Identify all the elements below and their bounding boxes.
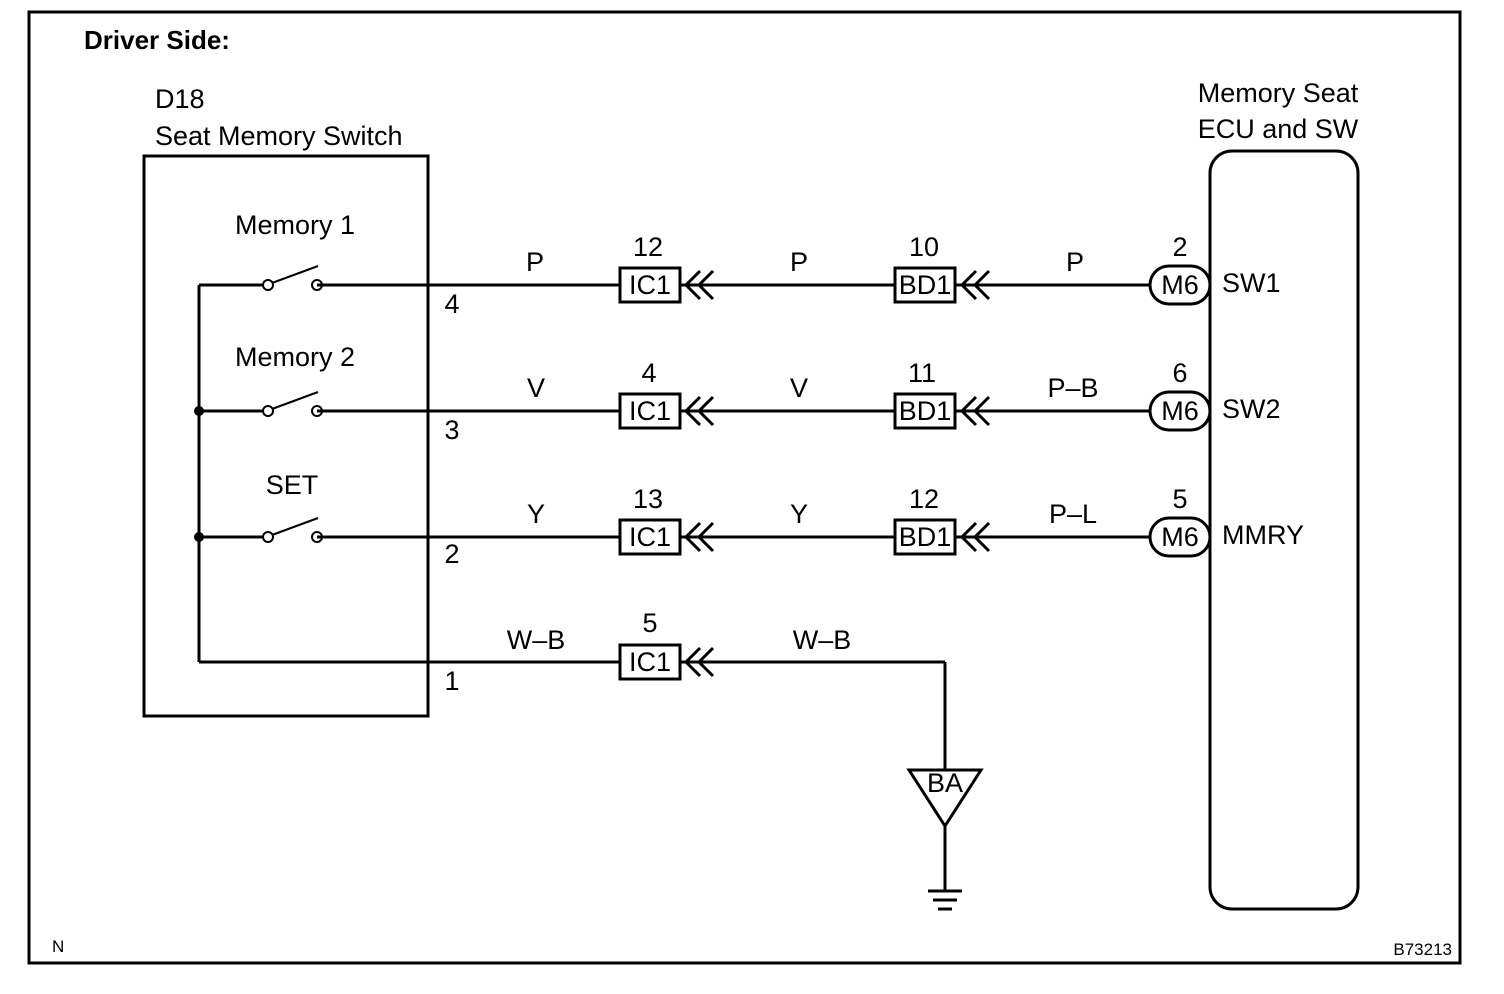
ground-circuit: 1 W–B 5 IC1 W–B BA bbox=[199, 608, 984, 911]
bd-connector bbox=[893, 518, 957, 556]
switch-contact-memory-1 bbox=[262, 265, 323, 291]
ic-connector bbox=[618, 392, 682, 430]
switch-contact-memory-2 bbox=[262, 391, 323, 417]
ground-symbol-icon bbox=[928, 889, 962, 911]
ground-point-label: BA bbox=[927, 768, 963, 798]
circuit-row-1: 4 P 12 IC1 P 10 BD1 P 2 M6 SW1 bbox=[317, 232, 1281, 319]
svg-text:M6: M6 bbox=[1161, 270, 1199, 300]
switch-label-memory-2: Memory 2 bbox=[235, 342, 355, 372]
bd-connector bbox=[893, 392, 957, 430]
svg-text:M6: M6 bbox=[1161, 522, 1199, 552]
switch-name: Seat Memory Switch bbox=[155, 121, 403, 151]
circuit-row-2: 3 V 4 IC1 V 11 BD1 P–B 6 M6 SW2 bbox=[317, 358, 1281, 445]
connector-chevron bbox=[959, 395, 991, 427]
wire-color: P bbox=[1066, 247, 1084, 277]
bd-pin: 11 bbox=[908, 358, 936, 388]
seat-memory-switch: D18 Seat Memory Switch Memory 1 Memory 2… bbox=[142, 84, 430, 718]
bd-pin: 12 bbox=[909, 484, 939, 514]
switch-box bbox=[142, 154, 430, 718]
ic-pin: 5 bbox=[642, 608, 657, 638]
wire-color: P–B bbox=[1047, 373, 1098, 403]
switch-label-memory-1: Memory 1 bbox=[235, 210, 355, 240]
wire-color: P bbox=[790, 247, 808, 277]
switch-pin: 2 bbox=[444, 539, 459, 569]
svg-text:BD1: BD1 bbox=[899, 270, 952, 300]
ecu-connector bbox=[1148, 390, 1212, 432]
ecu-pin: 6 bbox=[1172, 358, 1187, 388]
switch-pin: 3 bbox=[444, 415, 459, 445]
figure-code: B73213 bbox=[1393, 940, 1452, 959]
svg-text:M6: M6 bbox=[1161, 396, 1199, 426]
switch-code: D18 bbox=[155, 84, 205, 114]
svg-text:IC1: IC1 bbox=[629, 522, 671, 552]
switch-contact-set bbox=[262, 517, 323, 543]
connector-chevron bbox=[683, 646, 715, 678]
bd-connector bbox=[893, 266, 957, 304]
ecu-pin: 5 bbox=[1172, 484, 1187, 514]
circuit-row-3: 2 Y 13 IC1 Y 12 BD1 P–L 5 M6 MMRY bbox=[317, 484, 1304, 569]
ecu-signal: SW2 bbox=[1222, 394, 1281, 424]
svg-text:IC1: IC1 bbox=[629, 396, 671, 426]
connector-chevron bbox=[959, 521, 991, 553]
ic-pin: 12 bbox=[633, 232, 663, 262]
ecu-connector bbox=[1148, 516, 1212, 558]
junction-dot bbox=[194, 406, 204, 416]
ic-pin: 13 bbox=[633, 484, 663, 514]
ground-point-icon bbox=[906, 768, 984, 829]
wire-color: P–L bbox=[1049, 499, 1097, 529]
corner-label-left: N bbox=[52, 937, 64, 956]
connector-chevron bbox=[683, 521, 715, 553]
bd-pin: 10 bbox=[909, 232, 939, 262]
svg-text:BD1: BD1 bbox=[899, 522, 952, 552]
ecu-name-line2: ECU and SW bbox=[1198, 114, 1359, 144]
ecu-connector bbox=[1148, 264, 1212, 306]
ic-connector bbox=[618, 643, 682, 681]
switch-pin: 1 bbox=[444, 666, 459, 696]
ic-pin: 4 bbox=[641, 358, 656, 388]
svg-text:IC1: IC1 bbox=[629, 647, 671, 677]
switch-label-set: SET bbox=[266, 470, 319, 500]
ic-connector bbox=[618, 518, 682, 556]
wire-color: P bbox=[526, 247, 544, 277]
wire-color: W–B bbox=[507, 625, 566, 655]
ic-connector bbox=[618, 266, 682, 304]
connector-chevron bbox=[683, 395, 715, 427]
wire-color: V bbox=[790, 373, 808, 403]
junction-dot bbox=[194, 532, 204, 542]
wire-color: Y bbox=[527, 499, 545, 529]
svg-text:BD1: BD1 bbox=[899, 396, 952, 426]
ecu-name-line1: Memory Seat bbox=[1198, 78, 1359, 108]
diagram-frame bbox=[27, 10, 1462, 965]
ecu-signal: SW1 bbox=[1222, 268, 1281, 298]
memory-seat-ecu: Memory Seat ECU and SW bbox=[1198, 78, 1360, 911]
ecu-pin: 2 bbox=[1172, 232, 1187, 262]
wire-color: Y bbox=[790, 499, 808, 529]
ecu-signal: MMRY bbox=[1222, 520, 1304, 550]
connector-chevron bbox=[683, 269, 715, 301]
wire-color: V bbox=[527, 373, 545, 403]
diagram-title: Driver Side: bbox=[84, 25, 230, 55]
connector-chevron bbox=[959, 269, 991, 301]
switch-pin: 4 bbox=[444, 289, 459, 319]
wire-color: W–B bbox=[793, 625, 852, 655]
svg-text:IC1: IC1 bbox=[629, 270, 671, 300]
